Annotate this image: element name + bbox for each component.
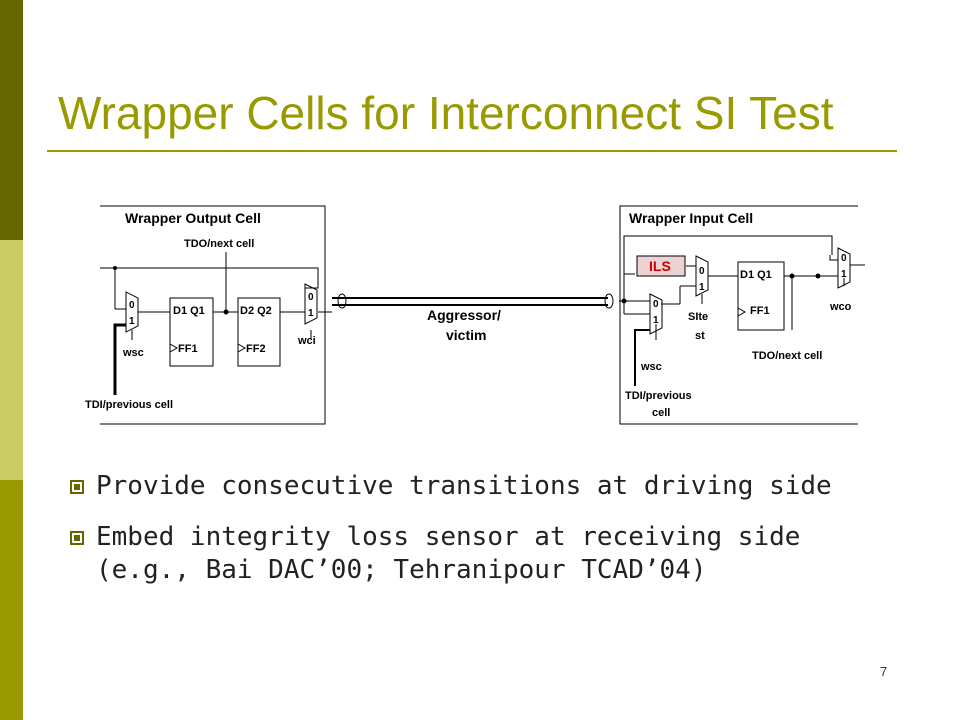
sitest-label-line2: st xyxy=(695,330,705,342)
input-mux-sitest xyxy=(695,255,709,297)
bullet-item: Embed integrity loss sensor at receiving… xyxy=(70,521,930,587)
page-number: 7 xyxy=(880,664,888,679)
output-wsc-label: wsc xyxy=(122,347,144,359)
input-mux-wco xyxy=(837,247,851,289)
output-ff1 xyxy=(169,297,214,367)
input-tdi-line2: cell xyxy=(652,407,670,419)
input-mux-wsc xyxy=(649,293,663,335)
svg-text:1: 1 xyxy=(699,282,705,293)
svg-text:D1 Q1: D1 Q1 xyxy=(173,305,205,317)
input-tdi-line1: TDI/previous xyxy=(625,390,692,402)
wrapper-cell-diagram: Wrapper Output Cell TDO/next cell TDI/pr… xyxy=(85,205,865,425)
svg-text:1: 1 xyxy=(308,308,314,319)
svg-text:1: 1 xyxy=(841,269,847,280)
bullet-list: Provide consecutive transitions at drivi… xyxy=(70,470,930,587)
output-ff2 xyxy=(237,297,281,367)
svg-text:0: 0 xyxy=(699,266,705,277)
svg-text:1: 1 xyxy=(129,316,135,327)
input-cell-border xyxy=(619,205,858,425)
square-bullet-icon xyxy=(70,531,84,545)
title-underline xyxy=(47,150,897,152)
output-mux-wci xyxy=(304,283,318,325)
svg-text:0: 0 xyxy=(653,299,659,310)
input-ff1 xyxy=(737,261,785,331)
sitest-label-line1: SIte xyxy=(688,311,708,323)
output-cell-title: Wrapper Output Cell xyxy=(125,210,261,226)
sidebar-band-dark xyxy=(0,0,23,240)
input-tdo-label: TDO/next cell xyxy=(752,350,822,362)
output-tdi-label: TDI/previous cell xyxy=(85,399,173,411)
square-bullet-icon xyxy=(70,480,84,494)
svg-text:0: 0 xyxy=(129,300,135,311)
svg-text:FF2: FF2 xyxy=(246,343,266,355)
bullet-text-continued: (e.g., Bai DAC’00; Tehranipour TCAD’04) xyxy=(96,555,707,585)
input-wsc-label: wsc xyxy=(640,361,662,373)
sidebar-band-olive xyxy=(0,480,23,720)
input-cell-title: Wrapper Input Cell xyxy=(629,210,753,226)
ils-label: ILS xyxy=(649,258,671,274)
bullet-text: Embed integrity loss sensor at receiving… xyxy=(96,522,801,552)
svg-text:FF1: FF1 xyxy=(178,343,198,355)
svg-text:D2 Q2: D2 Q2 xyxy=(240,305,272,317)
output-tdo-label: TDO/next cell xyxy=(184,238,254,250)
svg-text:0: 0 xyxy=(308,292,314,303)
bullet-item: Provide consecutive transitions at drivi… xyxy=(70,470,930,503)
output-wci-label: wci xyxy=(297,335,316,347)
bullet-text: Provide consecutive transitions at drivi… xyxy=(96,471,832,501)
svg-text:0: 0 xyxy=(841,253,847,264)
wire-label-line2: victim xyxy=(446,327,486,343)
wire-label-line1: Aggressor/ xyxy=(427,307,501,323)
sidebar-band-light xyxy=(0,240,23,480)
ils-sensor xyxy=(636,255,686,277)
slide-title: Wrapper Cells for Interconnect SI Test xyxy=(58,87,834,139)
svg-text:FF1: FF1 xyxy=(750,305,770,317)
output-cell-border xyxy=(100,205,326,425)
svg-text:1: 1 xyxy=(653,315,659,326)
input-wco-label: wco xyxy=(829,301,852,313)
output-mux-wsc xyxy=(125,291,139,333)
svg-text:D1 Q1: D1 Q1 xyxy=(740,269,772,281)
